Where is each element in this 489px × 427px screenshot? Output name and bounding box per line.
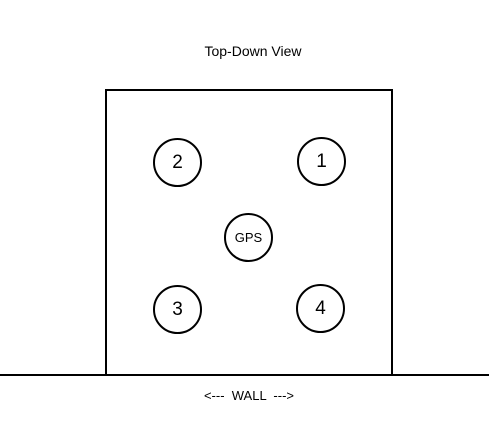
wall-line [0, 374, 489, 376]
motor-4-circle: 4 [296, 284, 345, 333]
motor-3-circle: 3 [153, 285, 202, 334]
motor-1-circle: 1 [297, 137, 346, 186]
diagram-title: Top-Down View [204, 43, 302, 59]
top-down-frame [105, 89, 393, 376]
motor-2-circle: 2 [153, 138, 202, 187]
wall-label: <--- WALL ---> [203, 388, 295, 403]
gps-circle: GPS [224, 213, 273, 262]
